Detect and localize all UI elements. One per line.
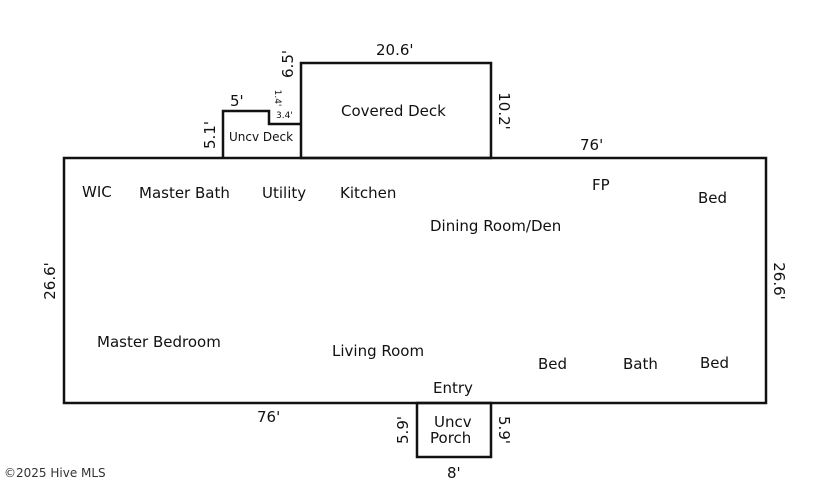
dim-right-depth: 26.6' <box>770 262 788 300</box>
covered-deck-outline <box>299 61 493 160</box>
dim-step-small-horizontal: 3.4' <box>276 111 293 121</box>
room-label-bed-bottom-mid: Bed <box>538 355 567 373</box>
room-label-master-bath: Master Bath <box>139 184 230 202</box>
room-label-master-bedroom: Master Bedroom <box>97 333 221 351</box>
room-label-uncv-porch-line2: Porch <box>430 429 471 447</box>
dim-deck-right-height: 10.2' <box>495 92 513 130</box>
dim-uncv-deck-width: 5' <box>230 92 244 110</box>
uncv-deck-outline <box>221 109 301 158</box>
dim-deck-left-height: 6.5' <box>279 50 297 78</box>
room-label-bed-top: Bed <box>698 189 727 207</box>
dim-step-small-vertical: 1.4' <box>272 90 282 107</box>
room-label-kitchen: Kitchen <box>340 184 396 202</box>
dim-bottom-width: 76' <box>257 408 280 426</box>
dim-top-width: 76' <box>580 136 603 154</box>
uncv-porch-outline <box>415 401 493 459</box>
room-label-wic: WIC <box>82 183 112 201</box>
copyright-watermark: ©2025 Hive MLS <box>4 466 106 480</box>
dim-porch-right-height: 5.9' <box>495 416 513 444</box>
room-label-bath: Bath <box>623 355 658 373</box>
room-label-bed-bottom-right: Bed <box>700 354 729 372</box>
dim-porch-width: 8' <box>447 464 461 482</box>
dim-left-depth: 26.6' <box>41 262 59 300</box>
room-label-uncv-deck: Uncv Deck <box>229 130 293 144</box>
room-label-utility: Utility <box>262 184 306 202</box>
dim-uncv-deck-height: 5.1' <box>201 121 219 149</box>
room-label-entry: Entry <box>433 379 473 397</box>
dim-porch-left-height: 5.9' <box>394 416 412 444</box>
room-label-dining: Dining Room/Den <box>430 217 561 235</box>
room-label-living-room: Living Room <box>332 342 424 360</box>
room-label-fp: FP <box>592 176 610 194</box>
room-label-uncv-porch-line1: Uncv <box>434 413 472 431</box>
dim-deck-width: 20.6' <box>376 41 414 59</box>
room-label-covered-deck: Covered Deck <box>341 102 446 120</box>
